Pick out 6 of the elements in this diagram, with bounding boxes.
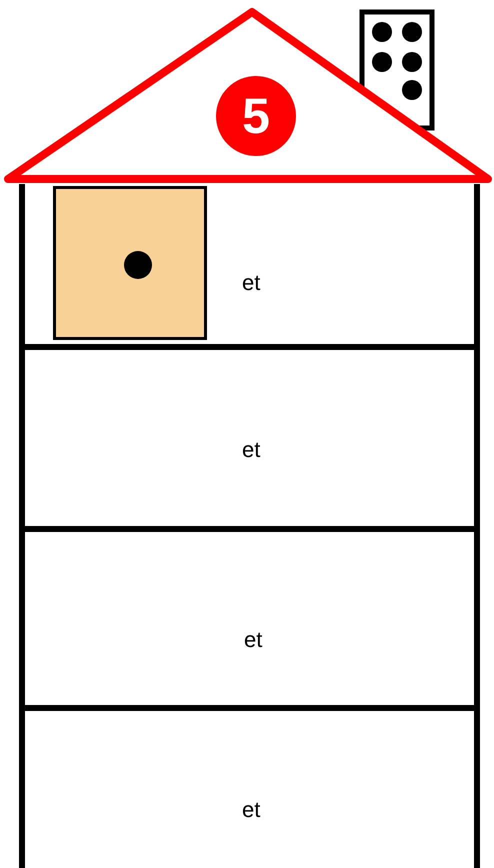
word-label: et bbox=[242, 797, 260, 823]
word-label: et bbox=[242, 437, 260, 463]
word-label: et bbox=[244, 627, 262, 653]
word-label: et bbox=[242, 270, 260, 296]
fill-in-card bbox=[53, 186, 207, 340]
floor-box bbox=[19, 184, 480, 350]
